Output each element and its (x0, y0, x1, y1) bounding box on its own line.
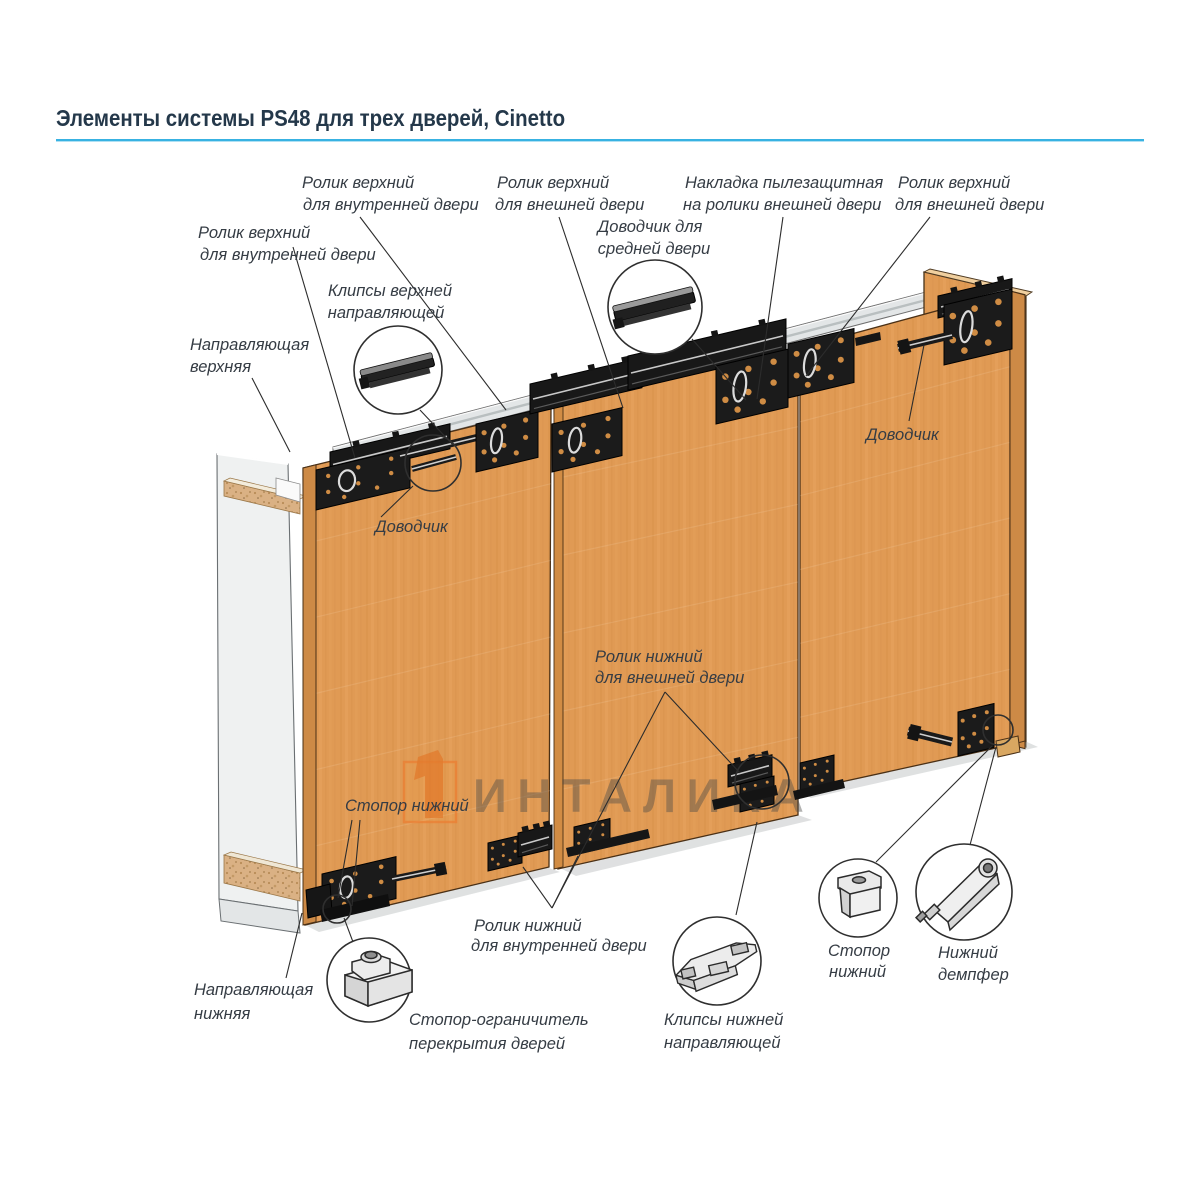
svg-text:для внутренней двери: для внутренней двери (471, 937, 647, 955)
svg-text:на ролики внешней двери: на ролики внешней двери (683, 196, 881, 214)
svg-text:Ролик верхний: Ролик верхний (302, 174, 414, 192)
svg-text:верхняя: верхняя (190, 358, 251, 376)
svg-text:Клипсы верхней: Клипсы верхней (328, 282, 452, 300)
svg-text:нижний: нижний (829, 963, 886, 981)
svg-text:для внутренней двери: для внутренней двери (303, 196, 479, 214)
svg-text:Клипсы нижней: Клипсы нижней (664, 1011, 783, 1029)
svg-text:Стопор-ограничитель: Стопор-ограничитель (409, 1011, 589, 1029)
svg-text:средней двери: средней двери (598, 240, 710, 258)
svg-text:Ролик нижний: Ролик нижний (595, 648, 703, 666)
svg-text:нижняя: нижняя (194, 1005, 251, 1023)
svg-text:Ролик нижний: Ролик нижний (474, 917, 582, 935)
svg-text:для внутренней двери: для внутренней двери (200, 246, 376, 264)
svg-text:направляющей: направляющей (328, 304, 445, 322)
svg-text:Накладка пылезащитная: Накладка пылезащитная (685, 174, 883, 192)
svg-text:перекрытия дверей: перекрытия дверей (409, 1035, 565, 1053)
svg-text:Стопор нижний: Стопор нижний (345, 797, 469, 815)
svg-text:Нижний: Нижний (938, 944, 998, 962)
svg-text:Ролик верхний: Ролик верхний (497, 174, 609, 192)
svg-text:Доводчик: Доводчик (864, 426, 940, 444)
svg-text:Направляющая: Направляющая (190, 336, 309, 354)
svg-text:Доводчик: Доводчик (373, 518, 449, 536)
svg-text:Стопор: Стопор (828, 942, 890, 960)
svg-text:для внешней двери: для внешней двери (495, 196, 644, 214)
svg-text:Доводчик для: Доводчик для (596, 218, 703, 236)
svg-text:Ролик верхний: Ролик верхний (198, 224, 310, 242)
svg-text:Элементы системы PS48 для трех: Элементы системы PS48 для трех дверей, C… (56, 105, 565, 132)
svg-text:для внешней двери: для внешней двери (595, 669, 744, 687)
svg-text:направляющей: направляющей (664, 1034, 781, 1052)
svg-text:для внешней двери: для внешней двери (895, 196, 1044, 214)
svg-text:Ролик верхний: Ролик верхний (898, 174, 1010, 192)
svg-text:Направляющая: Направляющая (194, 981, 313, 999)
svg-text:демпфер: демпфер (938, 966, 1009, 984)
